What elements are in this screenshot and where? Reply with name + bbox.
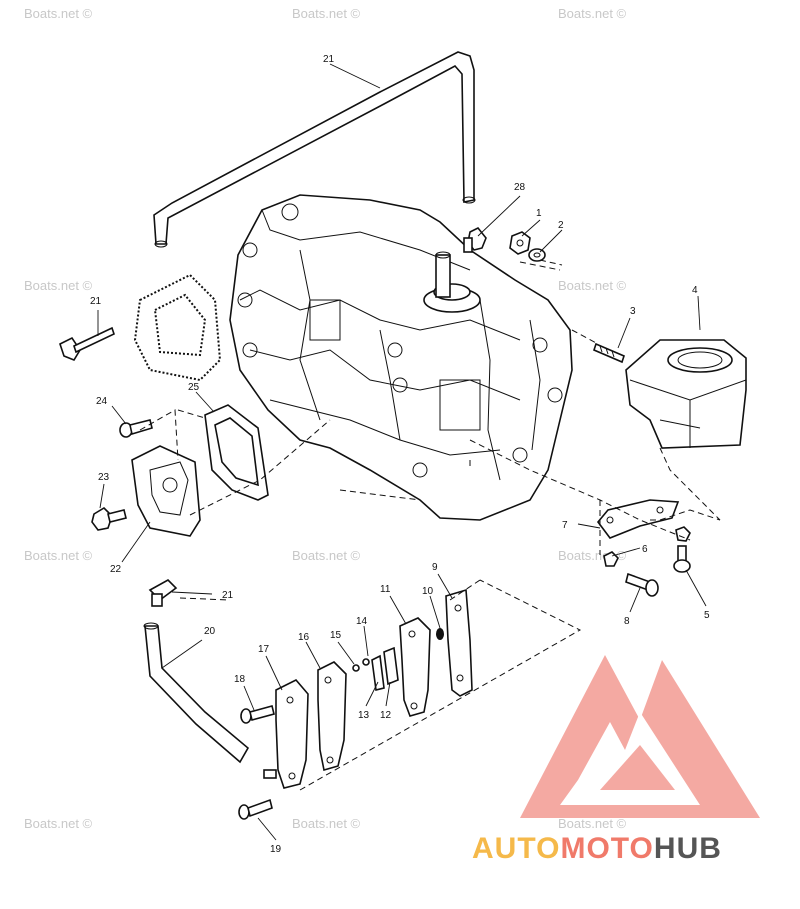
hose-27 xyxy=(153,51,476,248)
cover-gasket-behind xyxy=(133,273,222,382)
callout-15: 15 xyxy=(330,630,342,641)
callout-18: 18 xyxy=(234,674,246,685)
part-5-bolt xyxy=(673,545,691,573)
part-28-fitting xyxy=(463,226,487,253)
callout-6: 6 xyxy=(642,544,648,555)
leader-lines xyxy=(97,63,707,841)
part-10-piece xyxy=(436,628,444,640)
logo-word-auto: AUTO xyxy=(472,832,560,865)
callout-8: 8 xyxy=(624,616,630,627)
engine-block xyxy=(229,194,573,521)
callout-4: 4 xyxy=(692,285,698,296)
watermark-text: Boats.net © xyxy=(24,6,93,21)
watermarks: Boats.net © Boats.net © Boats.net © Boat… xyxy=(24,6,627,831)
callout-28: 28 xyxy=(514,182,526,193)
part-8-bolt xyxy=(625,572,659,597)
watermark-text: Boats.net © xyxy=(292,548,361,563)
watermark-text: Boats.net © xyxy=(24,278,93,293)
callout-21b: 21 xyxy=(222,590,234,601)
part-21b-fitting xyxy=(148,579,178,607)
callout-11: 11 xyxy=(380,584,391,595)
assembly-lines xyxy=(139,259,721,791)
callout-19: 19 xyxy=(270,844,282,855)
part-4-bracket xyxy=(625,339,747,449)
callout-5: 5 xyxy=(704,610,710,621)
part-22-cover xyxy=(131,445,201,537)
watermark-text: Boats.net © xyxy=(24,816,93,831)
callout-3: 3 xyxy=(630,306,636,317)
part-21-fitting xyxy=(59,326,115,361)
svg-text:AUTOMOTOHUB: AUTOMOTOHUB xyxy=(472,832,722,865)
part-24-bolt xyxy=(119,419,153,438)
watermark-text: Boats.net © xyxy=(558,278,627,293)
callout-17: 17 xyxy=(258,644,270,655)
callout-1: 1 xyxy=(536,208,542,219)
logo-mark xyxy=(520,655,760,818)
callout-14: 14 xyxy=(356,616,368,627)
part-23-plug xyxy=(91,506,127,531)
part-25-gasket xyxy=(204,404,269,501)
part-11-plate xyxy=(399,617,431,717)
callout-13: 13 xyxy=(358,710,370,721)
part-17-plate xyxy=(263,679,309,789)
watermark-text: Boats.net © xyxy=(558,6,627,21)
part-20-hose xyxy=(143,622,250,764)
part-2-washer xyxy=(528,248,546,262)
part-9-plate xyxy=(445,588,473,697)
callout-9: 9 xyxy=(432,562,438,573)
logo-word-hub: HUB xyxy=(654,832,722,865)
callout-7: 7 xyxy=(562,520,568,531)
callout-10: 10 xyxy=(422,586,434,597)
part-13-stop xyxy=(371,654,385,691)
callout-25: 25 xyxy=(188,382,200,393)
watermark-text: Boats.net © xyxy=(24,548,93,563)
part-1-nut xyxy=(509,231,531,255)
callout-21: 21 xyxy=(90,296,102,307)
callout-12: 12 xyxy=(380,710,392,721)
callout-22: 22 xyxy=(110,564,122,575)
part-18-screw xyxy=(240,705,275,724)
callout-2: 2 xyxy=(558,220,564,231)
callout-16: 16 xyxy=(298,632,310,643)
watermark-text: Boats.net © xyxy=(558,816,627,831)
callout-24: 24 xyxy=(96,396,108,407)
watermark-text: Boats.net © xyxy=(292,816,361,831)
callout-27: 21 xyxy=(323,54,335,65)
logo-word-moto: MOTO xyxy=(560,832,653,865)
callout-labels: 21 28 1 2 3 4 21 24 25 23 22 21 20 9 10 … xyxy=(90,54,710,855)
part-19-screw xyxy=(238,798,273,820)
part-15-screw xyxy=(352,664,360,672)
part-14-washer xyxy=(362,658,370,666)
logo-wordmark: AUTOMOTOHUB xyxy=(472,832,722,865)
part-12-reed xyxy=(383,646,399,686)
callout-23: 23 xyxy=(98,472,110,483)
part-3-stud xyxy=(593,342,625,364)
part-16-plate xyxy=(317,661,347,772)
callout-20: 20 xyxy=(204,626,216,637)
watermark-text: Boats.net © xyxy=(292,6,361,21)
